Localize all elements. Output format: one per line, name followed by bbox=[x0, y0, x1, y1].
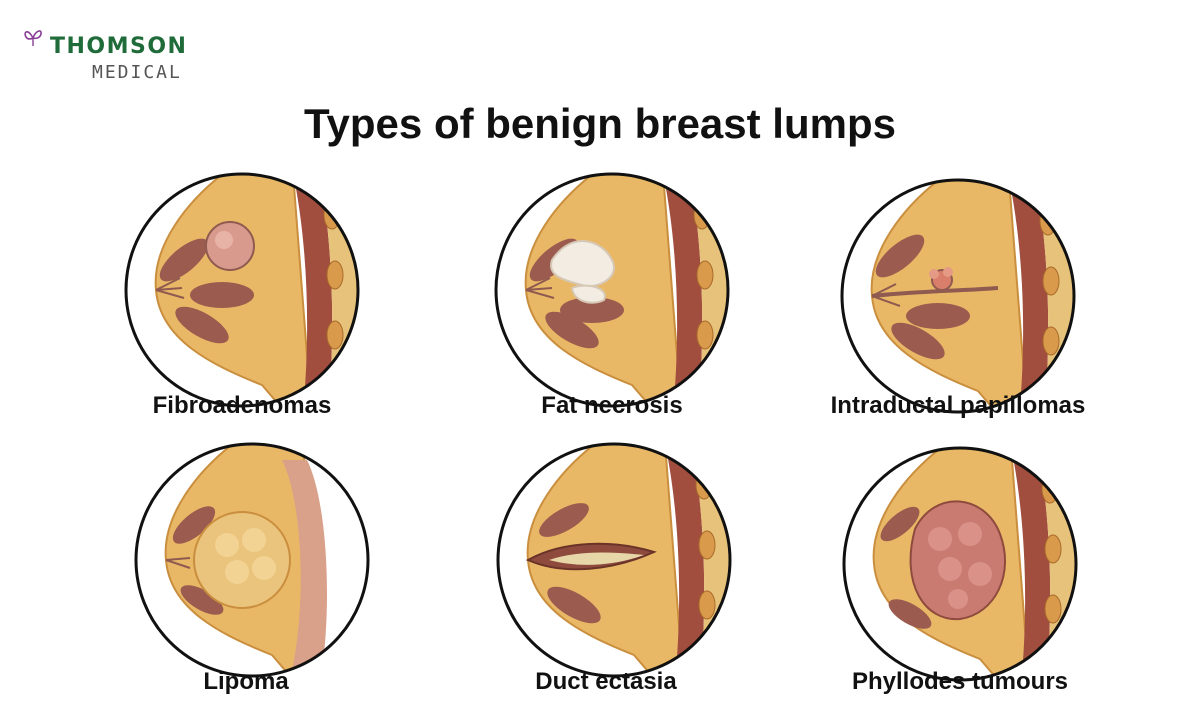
duct-ectasia-illustration bbox=[494, 440, 734, 680]
logo-wordmark-medical: MEDICAL bbox=[92, 62, 182, 83]
fat-necrosis-diagram bbox=[494, 172, 730, 408]
caption-duct-ectasia: Duct ectasia bbox=[535, 668, 677, 695]
caption-fat-necrosis: Fat necrosis bbox=[541, 392, 683, 419]
fat-necrosis-illustration bbox=[492, 170, 732, 410]
caption-phyllodes-tumours: Phyllodes tumours bbox=[851, 668, 1069, 695]
caption-intraductal-papillomas: Intraductal papillomas bbox=[830, 392, 1086, 419]
fibroadenoma-diagram bbox=[124, 172, 360, 408]
intraductal-papilloma-illustration bbox=[838, 176, 1078, 416]
page-title: Types of benign breast lumps bbox=[304, 100, 896, 147]
lipoma-diagram bbox=[134, 442, 370, 678]
duct-ectasia-diagram bbox=[496, 442, 732, 678]
caption-lipoma: Lipoma bbox=[203, 668, 289, 695]
intraductal-papilloma-diagram bbox=[840, 178, 1076, 414]
lipoma-illustration bbox=[132, 440, 372, 680]
caption-fibroadenomas: Fibroadenomas bbox=[152, 392, 332, 419]
phyllodes-tumour-illustration bbox=[840, 444, 1080, 684]
fibroadenoma-illustration bbox=[122, 170, 362, 410]
logo-wordmark-thomson: THOMSON bbox=[50, 34, 188, 59]
phyllodes-tumour-diagram bbox=[842, 446, 1078, 682]
butterfly-logo-icon bbox=[24, 30, 42, 46]
thomson-medical-logo: THOMSON MEDICAL bbox=[18, 24, 218, 84]
